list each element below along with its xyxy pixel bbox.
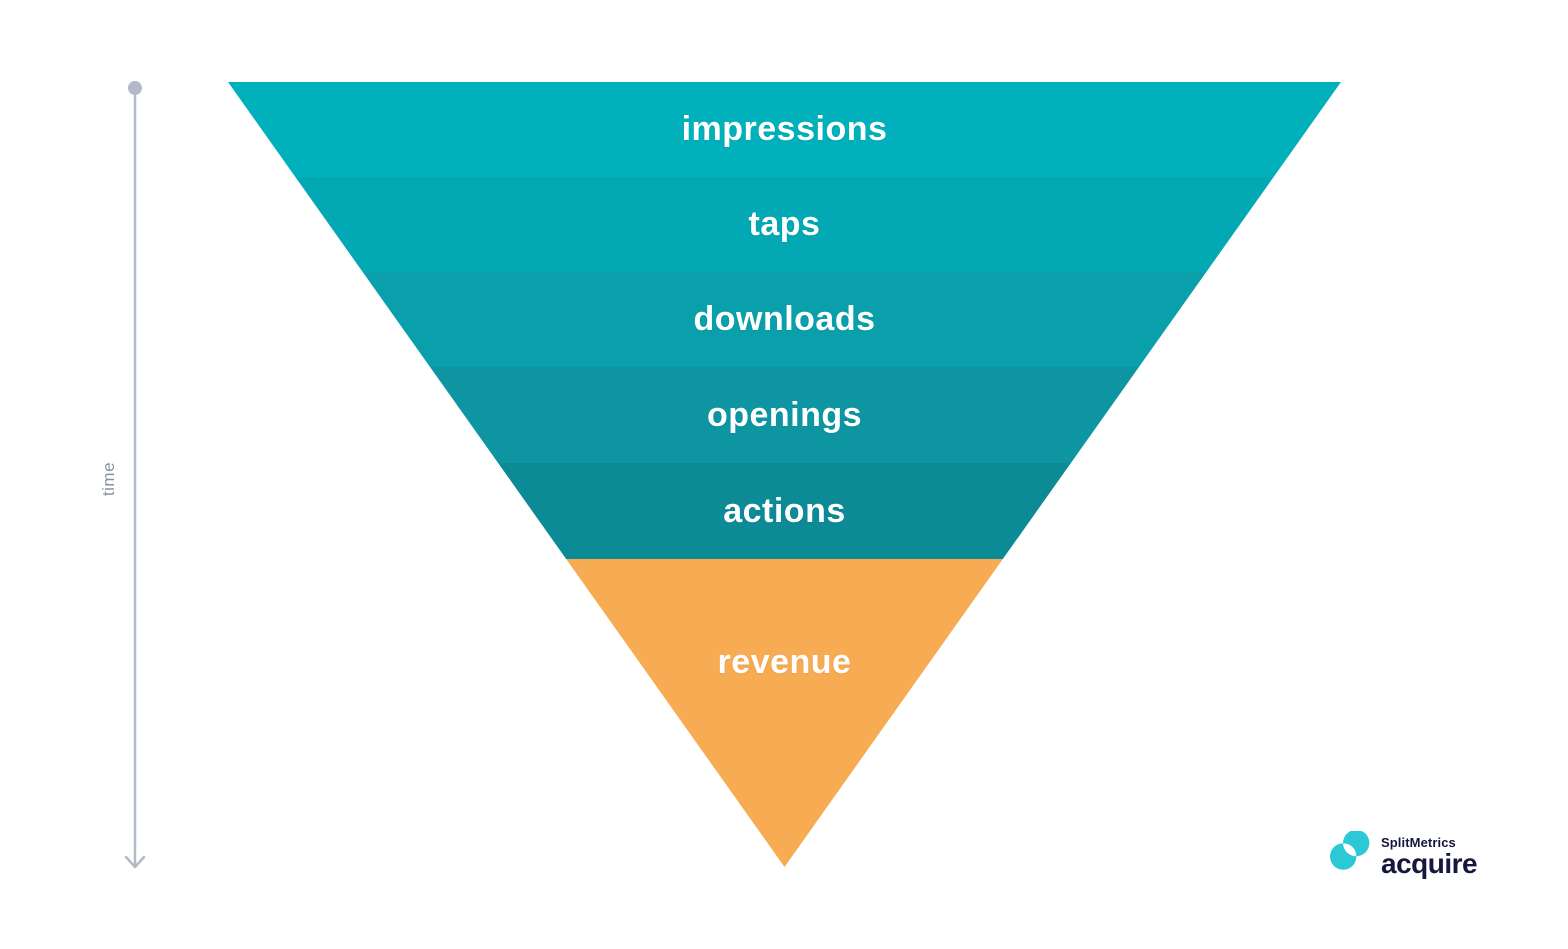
- stage-label: taps: [748, 205, 821, 243]
- stage-label: impressions: [681, 110, 888, 148]
- time-axis-arrow: [124, 81, 146, 869]
- funnel-stage-downloads: downloads: [228, 272, 1341, 367]
- time-axis: [122, 78, 148, 878]
- funnel-stage-actions: actions: [228, 463, 1341, 559]
- funnel-stage-impressions: impressions: [228, 82, 1341, 177]
- stage-label: downloads: [693, 300, 876, 338]
- funnel-stage-taps: taps: [228, 177, 1341, 272]
- splitmetrics-acquire-logo: SplitMetrics acquire: [1328, 831, 1478, 879]
- logo-text: SplitMetrics acquire: [1381, 835, 1478, 879]
- arrow-down-icon: [124, 855, 146, 869]
- funnel-stage-openings: openings: [228, 367, 1341, 463]
- stage-label: revenue: [717, 643, 852, 681]
- logo-brand-name: SplitMetrics: [1381, 835, 1456, 850]
- time-axis-label: time: [99, 461, 118, 497]
- stage-label: actions: [723, 491, 846, 530]
- splitmetrics-logo-icon: [1330, 831, 1370, 870]
- funnel-chart: impressions taps downloads openings acti…: [228, 82, 1341, 867]
- stage-label: openings: [706, 395, 863, 434]
- logo-product-name: acquire: [1381, 848, 1478, 879]
- funnel-stage-revenue: revenue: [228, 559, 1341, 867]
